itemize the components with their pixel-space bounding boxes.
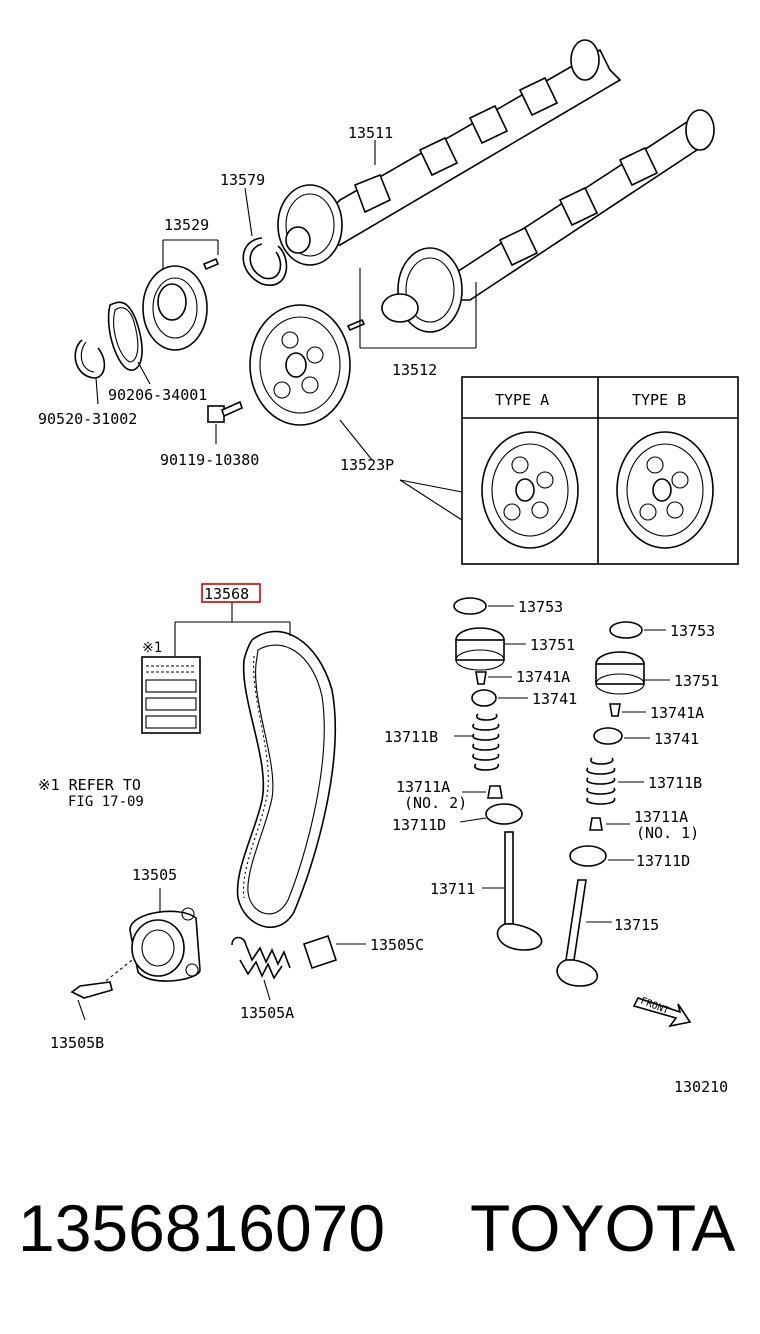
label-right-13741: 13741 [654,730,699,748]
snap-ring-13579 [242,237,288,286]
label-type-b: TYPE B [632,391,686,409]
bolt-90119-10380 [207,400,243,423]
label-right-13715: 13715 [614,916,659,934]
label-left-13753: 13753 [518,598,563,616]
label-right-13753: 13753 [670,622,715,640]
label-front: FRONT [639,996,671,1017]
label-note-line2: FIG 17-09 [68,794,144,810]
washer-90206-34001 [107,301,143,371]
belt-label-card [141,656,201,734]
label-13523P: 13523P [340,456,394,474]
leader-lines-top [95,140,477,521]
sub-gear-13529 [142,257,220,351]
pin-13505C [302,934,366,970]
label-90520-31002: 90520-31002 [38,410,137,428]
label-left-13711B: 13711B [384,728,438,746]
label-right-13711D: 13711D [636,852,690,870]
label-right-13711A: 13711A [634,808,688,826]
label-left-13711A-sub: (NO. 2) [404,794,467,812]
label-13512: 13512 [392,361,437,379]
label-13511: 13511 [348,124,393,142]
camshaft-13511 [298,39,622,246]
pulley-type-a [481,431,579,549]
cam-gear-13512 [381,247,463,333]
label-13505C: 13505C [370,936,424,954]
snap-ring-90520-31002 [74,339,106,379]
label-left-13741: 13741 [532,690,577,708]
timing-belt-13568 [236,630,337,929]
label-left-13711: 13711 [430,880,475,898]
label-right-13741A: 13741A [650,704,704,722]
label-13505B: 13505B [50,1034,104,1052]
label-note-line1: ※1 REFER TO [38,776,141,794]
type-box [461,376,739,565]
part-number: 1356816070 [18,1191,386,1265]
label-right-13751: 13751 [674,672,719,690]
label-90119-10380: 90119-10380 [160,451,259,469]
label-90206-34001: 90206-34001 [108,386,207,404]
label-right-13711A-sub: (NO. 1) [636,824,699,842]
valve-assembly-right [556,621,670,987]
label-13505A: 13505A [240,1004,294,1022]
figure-number: 130210 [674,1078,728,1096]
label-13568: 13568 [204,585,249,603]
label-right-13711B: 13711B [648,774,702,792]
front-arrow-icon [632,997,692,1028]
label-left-13711A: 13711A [396,778,450,796]
label-left-13741A: 13741A [516,668,570,686]
footer: 1356816070 TOYOTA [0,1180,760,1290]
valve-assembly-left [453,597,543,951]
label-13505: 13505 [132,866,177,884]
spring-13505A [231,936,291,1001]
label-note-mark: ※1 [142,640,162,656]
pin [346,318,366,332]
pulley-type-b [616,431,714,549]
leader-13568 [174,602,291,656]
cam-gear-13511 [277,184,343,266]
camshaft-13512 [417,109,715,301]
brand-name: TOYOTA [470,1191,736,1265]
parts-diagram: 13511 13579 13529 90206-34001 90520-3100… [38,39,739,1096]
label-type-a: TYPE A [495,391,549,409]
bolt-13505B [70,959,133,1021]
label-13529: 13529 [164,216,209,234]
label-left-13751: 13751 [530,636,575,654]
label-left-13711D: 13711D [392,816,446,834]
tensioner-13505 [129,888,201,982]
label-13579: 13579 [220,171,265,189]
highlight-box [201,583,261,603]
pulley-13523P [249,304,351,426]
